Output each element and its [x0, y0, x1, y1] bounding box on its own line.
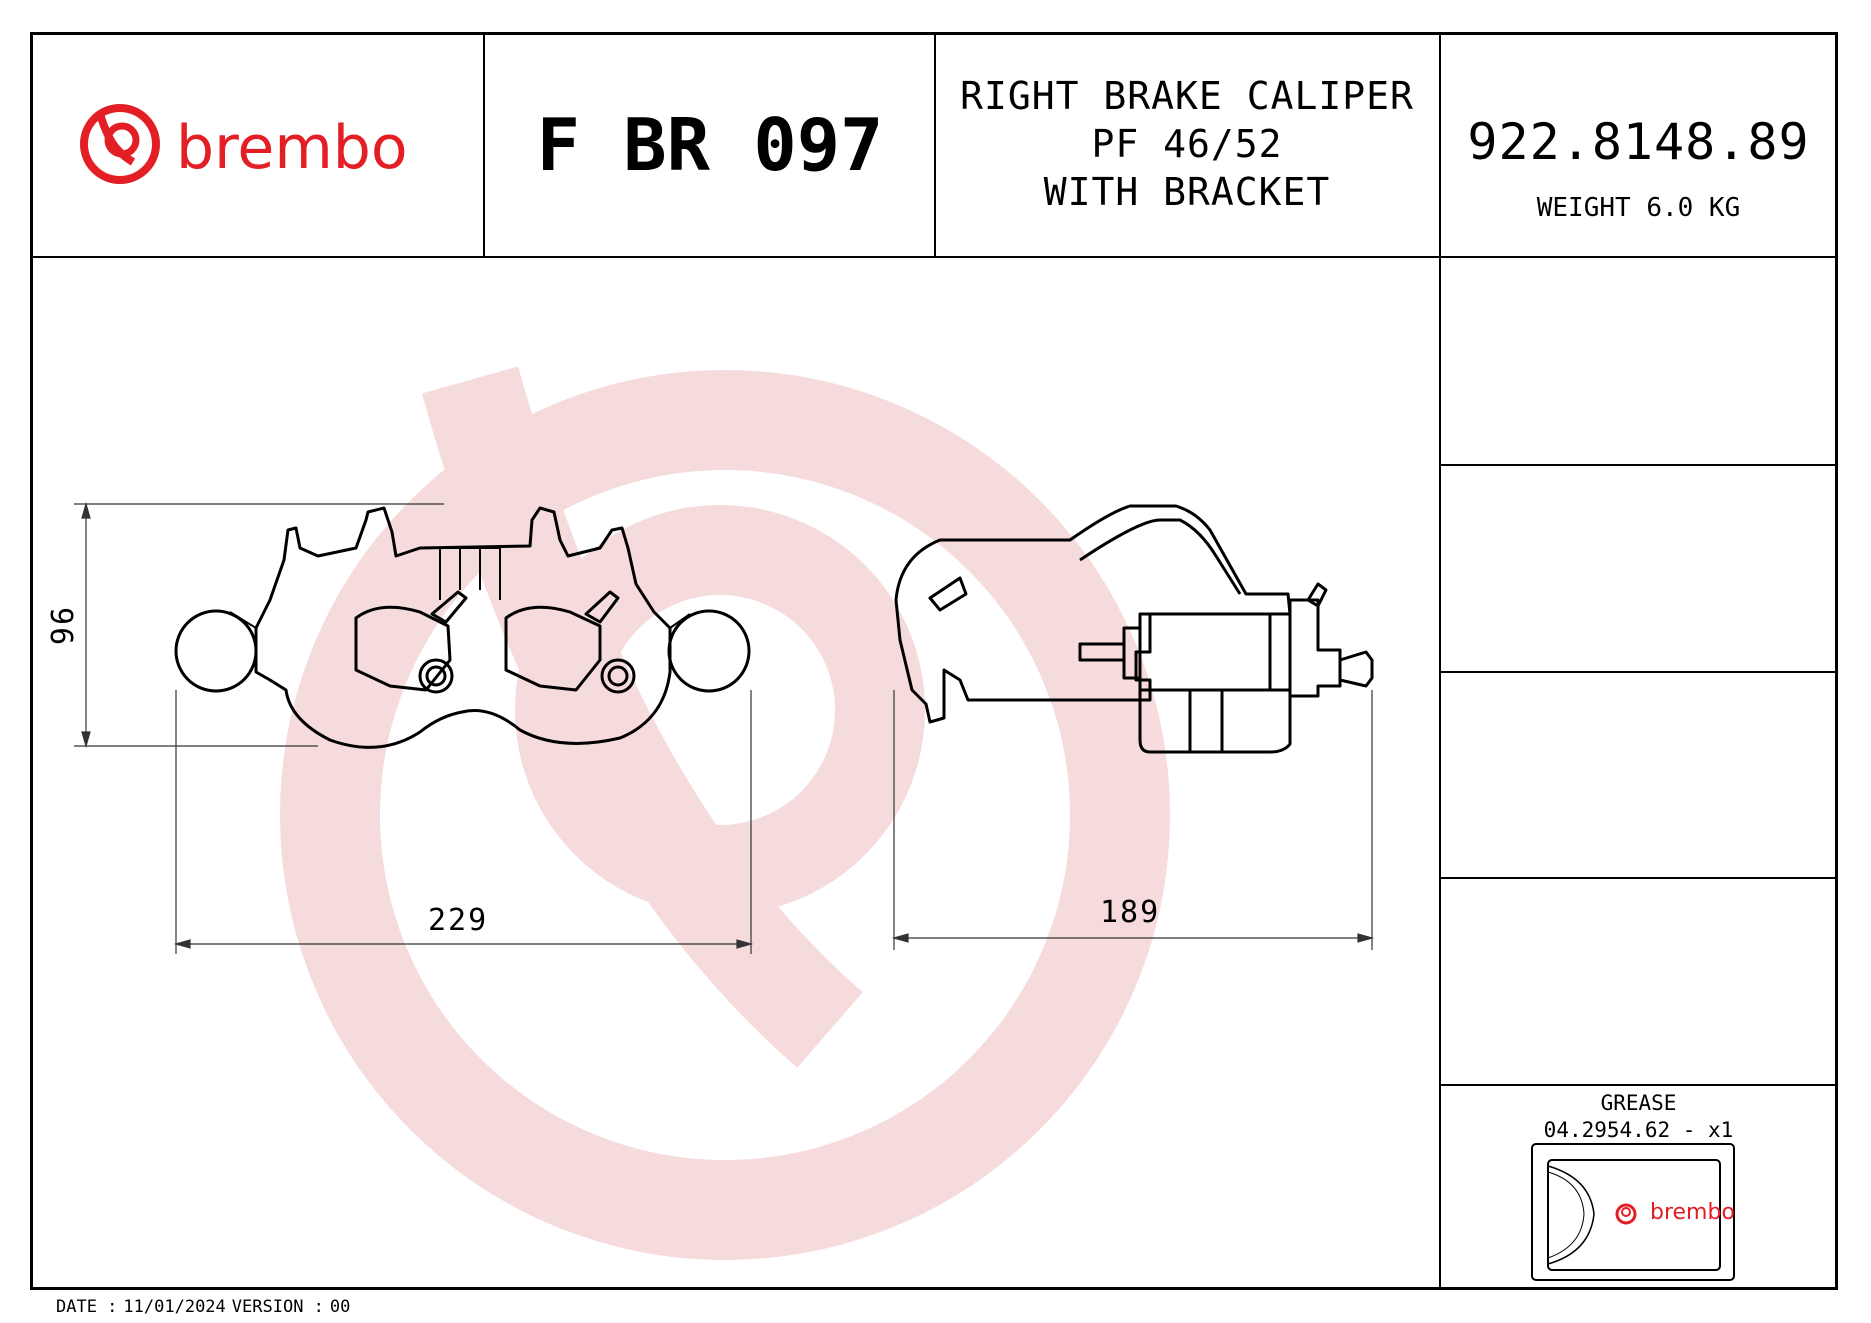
header-col-divider-1: [483, 32, 485, 257]
right-row-divider-2: [1439, 671, 1838, 673]
left-bleed-screw: [430, 590, 468, 624]
bracket-arm: [1079, 518, 1242, 595]
right-row-divider-3: [1439, 877, 1838, 879]
description-line-2: PF 46/52: [1091, 122, 1283, 166]
left-piston-boss: [354, 605, 452, 692]
brand-wordmark: brembo: [176, 113, 408, 183]
dimension-height-front: 96: [46, 604, 82, 646]
right-column-divider: [1439, 32, 1441, 1290]
header-col-divider-2: [934, 32, 936, 257]
grease-title: GREASE: [1600, 1091, 1677, 1115]
hose-fitting: [1288, 598, 1342, 698]
right-row-divider-1: [1439, 464, 1838, 466]
banjo-nipple: [1338, 650, 1374, 688]
bracket-outline: [894, 504, 1292, 724]
version-label: VERSION :: [231, 1297, 324, 1317]
date-value: 11/01/2024: [123, 1297, 226, 1317]
bracket-inner-lip: [928, 576, 968, 612]
left-bleed-hole: [418, 658, 454, 694]
description-line-3: WITH BRACKET: [1043, 170, 1331, 214]
right-bleed-screw: [584, 590, 620, 624]
description-line-1: RIGHT BRAKE CALIPER: [960, 74, 1414, 118]
cylinder-body: [1138, 612, 1272, 692]
brembo-logo-icon: [80, 104, 160, 184]
caliper-bridge: [424, 547, 501, 600]
piston-rod: [1078, 642, 1126, 662]
left-bleed-hole-inner: [425, 665, 447, 687]
lug-connector-right: [669, 613, 691, 629]
cylinder-lower: [1138, 688, 1292, 754]
part-number: 922.8148.89: [1467, 113, 1810, 171]
product-description: RIGHT BRAKE CALIPER PF 46/52 WITH BRACKE…: [933, 72, 1441, 216]
grease-code: 04.2954.62 - x1: [1543, 1118, 1734, 1142]
product-code: F BR 097: [536, 103, 884, 187]
side-bleed-screw: [1306, 582, 1328, 608]
grease-package-icon: [1531, 1143, 1735, 1281]
version-value: 00: [329, 1297, 351, 1317]
caliper-body-outline: [254, 506, 672, 749]
right-bleed-hole: [600, 658, 636, 694]
header-divider: [30, 256, 1838, 258]
right-row-divider-4: [1439, 1084, 1838, 1086]
lug-connector-left: [229, 611, 257, 629]
dimension-width-front: 229: [428, 903, 489, 938]
right-piston-boss: [504, 605, 602, 692]
date-label: DATE :: [56, 1297, 118, 1317]
piston-flange: [1122, 626, 1142, 680]
dimension-width-side: 189: [1100, 895, 1161, 930]
grease-package-brand: brembo: [1650, 1200, 1735, 1225]
weight-label: WEIGHT 6.0 KG: [1536, 193, 1741, 223]
right-bleed-hole-inner: [607, 665, 629, 687]
